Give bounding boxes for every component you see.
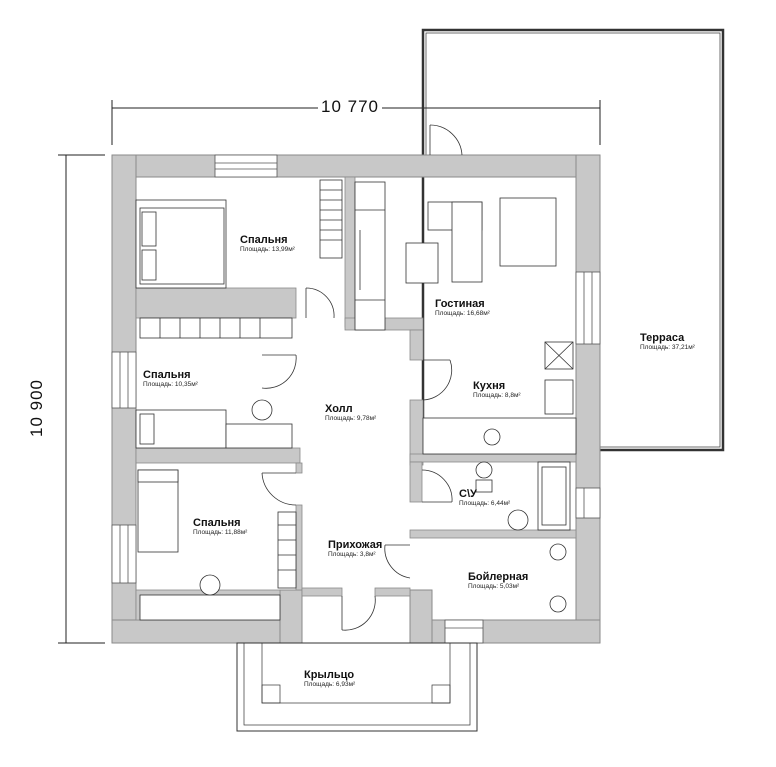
area-prefix: Площадь: <box>473 392 504 399</box>
room-area: Площадь: 16,68м² <box>435 310 490 317</box>
room-area: Площадь: 5,03м² <box>468 583 528 590</box>
room-area: Площадь: 37,21м² <box>640 344 695 351</box>
room-name: С\У <box>459 488 477 500</box>
door-swings <box>261 124 463 631</box>
room-name: Спальня <box>193 517 241 529</box>
room-area: Площадь: 6,93м² <box>304 681 355 688</box>
width-dimension-label: 10 770 <box>318 97 382 117</box>
height-dimension-label: 10 900 <box>27 376 47 440</box>
room-label-terrace: Терраса Площадь: 37,21м² <box>640 332 695 351</box>
room-name: Спальня <box>240 234 288 246</box>
furniture <box>135 179 577 621</box>
area-prefix: Площадь: <box>193 529 224 536</box>
area-prefix: Площадь: <box>143 381 174 388</box>
room-label-bathroom: С\У Площадь: 6,44м² <box>459 488 510 507</box>
room-label-living: Гостиная Площадь: 16,68м² <box>435 298 490 317</box>
room-area: Площадь: 13,99м² <box>240 246 295 253</box>
room-label-kitchen: Кухня Площадь: 8,8м² <box>473 380 521 399</box>
area-prefix: Площадь: <box>459 500 490 507</box>
area-value: 13,99м² <box>271 246 295 253</box>
room-name: Гостиная <box>435 298 485 310</box>
area-value: 11,88м² <box>224 529 248 536</box>
area-value: 10,35м² <box>174 381 198 388</box>
area-prefix: Площадь: <box>468 583 499 590</box>
area-prefix: Площадь: <box>304 681 335 688</box>
room-area: Площадь: 6,44м² <box>459 500 510 507</box>
area-value: 9,78м² <box>356 415 377 422</box>
room-name: Кухня <box>473 380 506 392</box>
area-value: 3,8м² <box>359 551 376 558</box>
area-value: 5,03м² <box>499 583 520 590</box>
area-prefix: Площадь: <box>325 415 356 422</box>
windows <box>111 154 601 644</box>
area-prefix: Площадь: <box>240 246 271 253</box>
room-label-entry: Прихожая Площадь: 3,8м² <box>328 539 382 558</box>
room-area: Площадь: 9,78м² <box>325 415 376 422</box>
area-value: 8,8м² <box>504 392 521 399</box>
room-name: Прихожая <box>328 539 383 551</box>
room-label-boiler: Бойлерная Площадь: 5,03м² <box>468 571 528 590</box>
room-label-bedroom-1: Спальня Площадь: 13,99м² <box>240 234 295 253</box>
area-value: 6,44м² <box>490 500 511 507</box>
room-label-bedroom-2: Спальня Площадь: 10,35м² <box>143 369 198 388</box>
area-value: 37,21м² <box>671 344 695 351</box>
room-area: Площадь: 8,8м² <box>473 392 521 399</box>
room-label-porch: Крыльцо Площадь: 6,93м² <box>304 669 355 688</box>
room-area: Площадь: 11,88м² <box>193 529 247 536</box>
area-value: 16,68м² <box>466 310 490 317</box>
room-name: Крыльцо <box>304 669 355 681</box>
room-area: Площадь: 3,8м² <box>328 551 382 558</box>
room-label-bedroom-3: Спальня Площадь: 11,88м² <box>193 517 247 536</box>
room-name: Холл <box>325 403 353 415</box>
room-name: Терраса <box>640 332 685 344</box>
porch-outline <box>236 642 478 732</box>
room-label-hall: Холл Площадь: 9,78м² <box>325 403 376 422</box>
area-prefix: Площадь: <box>640 344 671 351</box>
room-area: Площадь: 10,35м² <box>143 381 198 388</box>
room-name: Бойлерная <box>468 571 529 583</box>
area-prefix: Площадь: <box>328 551 359 558</box>
room-name: Спальня <box>143 369 191 381</box>
area-value: 6,93м² <box>335 681 356 688</box>
area-prefix: Площадь: <box>435 310 466 317</box>
